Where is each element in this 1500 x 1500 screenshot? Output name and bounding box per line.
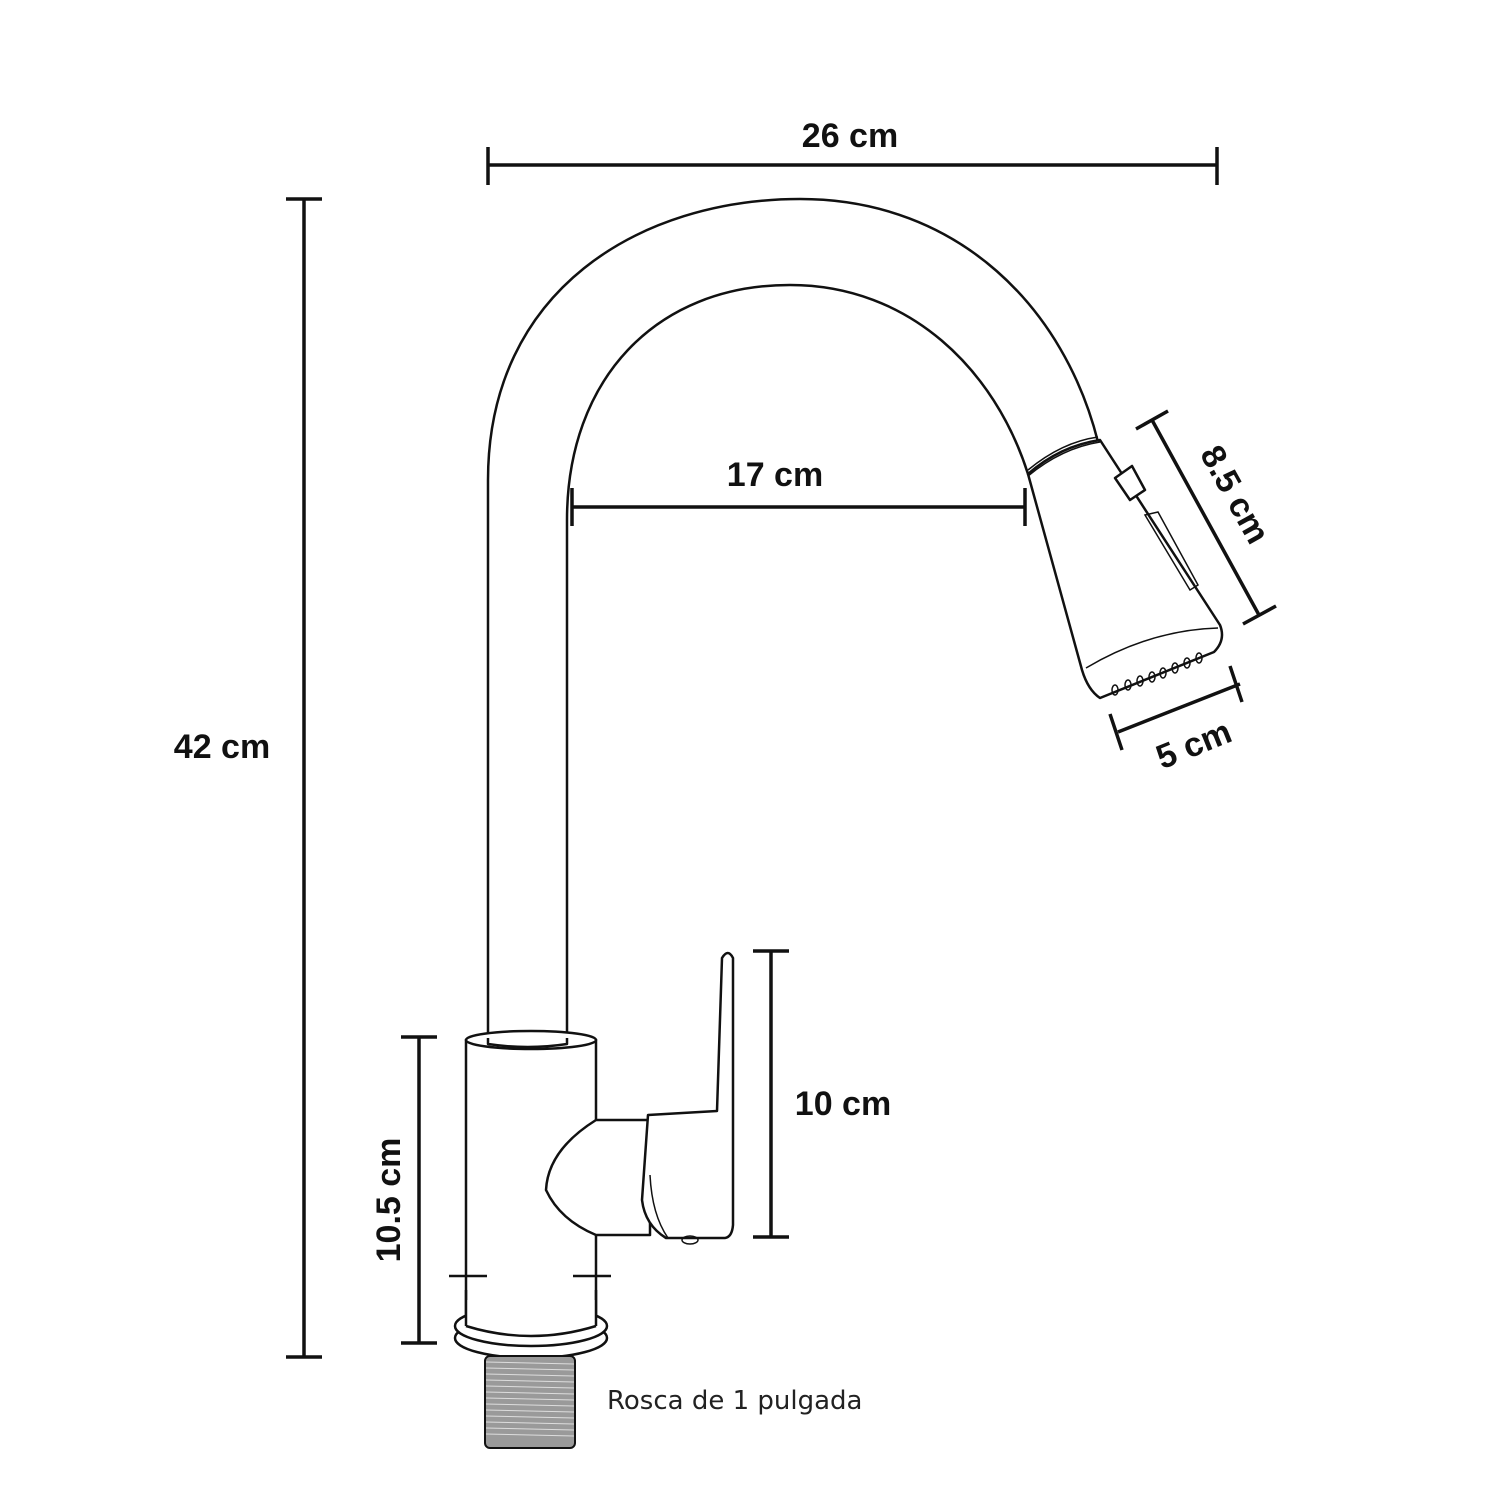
label-body-height: 10.5 cm <box>370 1138 408 1263</box>
thread-note: Rosca de 1 pulgada <box>607 1386 863 1416</box>
faucet-drawing <box>449 197 1224 1449</box>
dimension-total-width: 26 cm <box>486 117 1219 185</box>
handle-lever <box>640 951 735 1240</box>
label-total-height: 42 cm <box>174 728 270 766</box>
label-handle-height: 10 cm <box>795 1085 891 1123</box>
label-spout-reach: 17 cm <box>727 456 823 494</box>
spout <box>486 197 1100 1042</box>
dimension-handle-height: 10 cm <box>753 949 891 1239</box>
label-spray-head-width: 5 cm <box>1151 713 1237 777</box>
thread <box>484 1355 576 1449</box>
spray-head <box>1026 436 1224 700</box>
label-total-width: 26 cm <box>802 117 898 155</box>
spray-nozzles <box>1111 652 1203 696</box>
label-spray-head-length: 8.5 cm <box>1192 439 1277 550</box>
base-ring <box>453 1290 609 1360</box>
handle-connector <box>544 1118 652 1237</box>
dimension-spout-reach: 17 cm <box>570 456 1027 526</box>
dimension-total-height: 42 cm <box>174 197 322 1359</box>
dimension-body-height: 10.5 cm <box>370 1035 437 1345</box>
